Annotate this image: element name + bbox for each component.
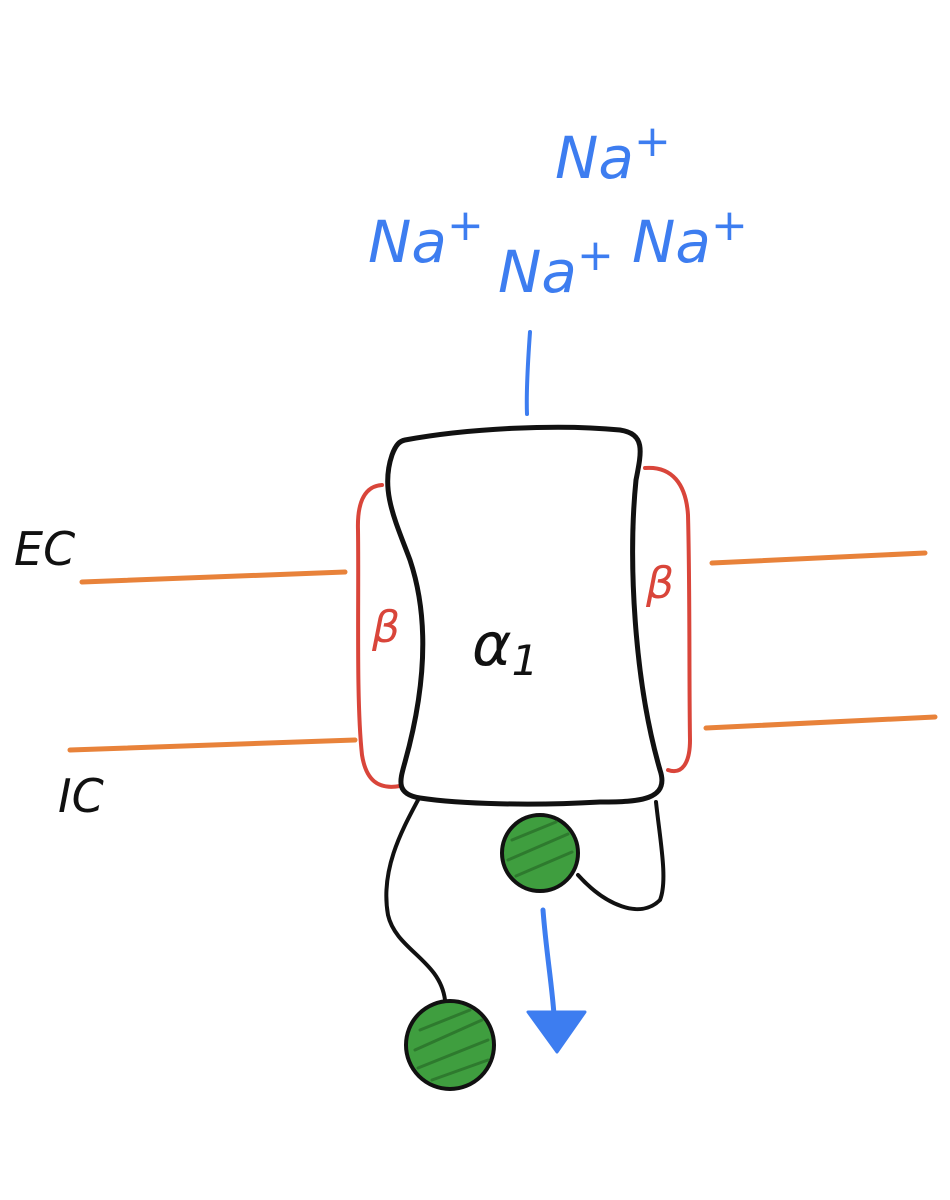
ion-label: Na+ (632, 200, 748, 276)
label-beta-right: β (645, 558, 674, 609)
beta-subunit-right (643, 465, 693, 774)
membrane-ec-right (709, 550, 928, 566)
arrow-down-icon (526, 907, 587, 1054)
inactivation-ball-upper (500, 813, 580, 893)
membrane-ec-left (79, 569, 348, 585)
ion-entry-line (524, 330, 532, 416)
ion-label: Na+ (555, 116, 671, 192)
label-intracellular: IC (58, 769, 104, 823)
beta-subunit-left (355, 483, 402, 789)
label-alpha: α1 (472, 610, 538, 685)
membrane-ic-left (67, 737, 358, 753)
membrane-ic-right (703, 714, 938, 731)
label-extracellular: EC (14, 522, 75, 576)
alpha-subunit (385, 424, 665, 807)
inactivation-ball-icon (500, 813, 580, 893)
linker-right (576, 800, 666, 911)
inactivation-ball-lower (404, 999, 496, 1091)
label-beta-left: β (371, 602, 400, 653)
ion-group: Na+ Na+ Na+ Na+ (368, 116, 748, 306)
linker-left (384, 798, 447, 1002)
inactivation-ball-icon (404, 999, 496, 1091)
membrane (67, 550, 938, 753)
ion-label: Na+ (368, 200, 484, 276)
ion-label: Na+ (498, 230, 614, 306)
